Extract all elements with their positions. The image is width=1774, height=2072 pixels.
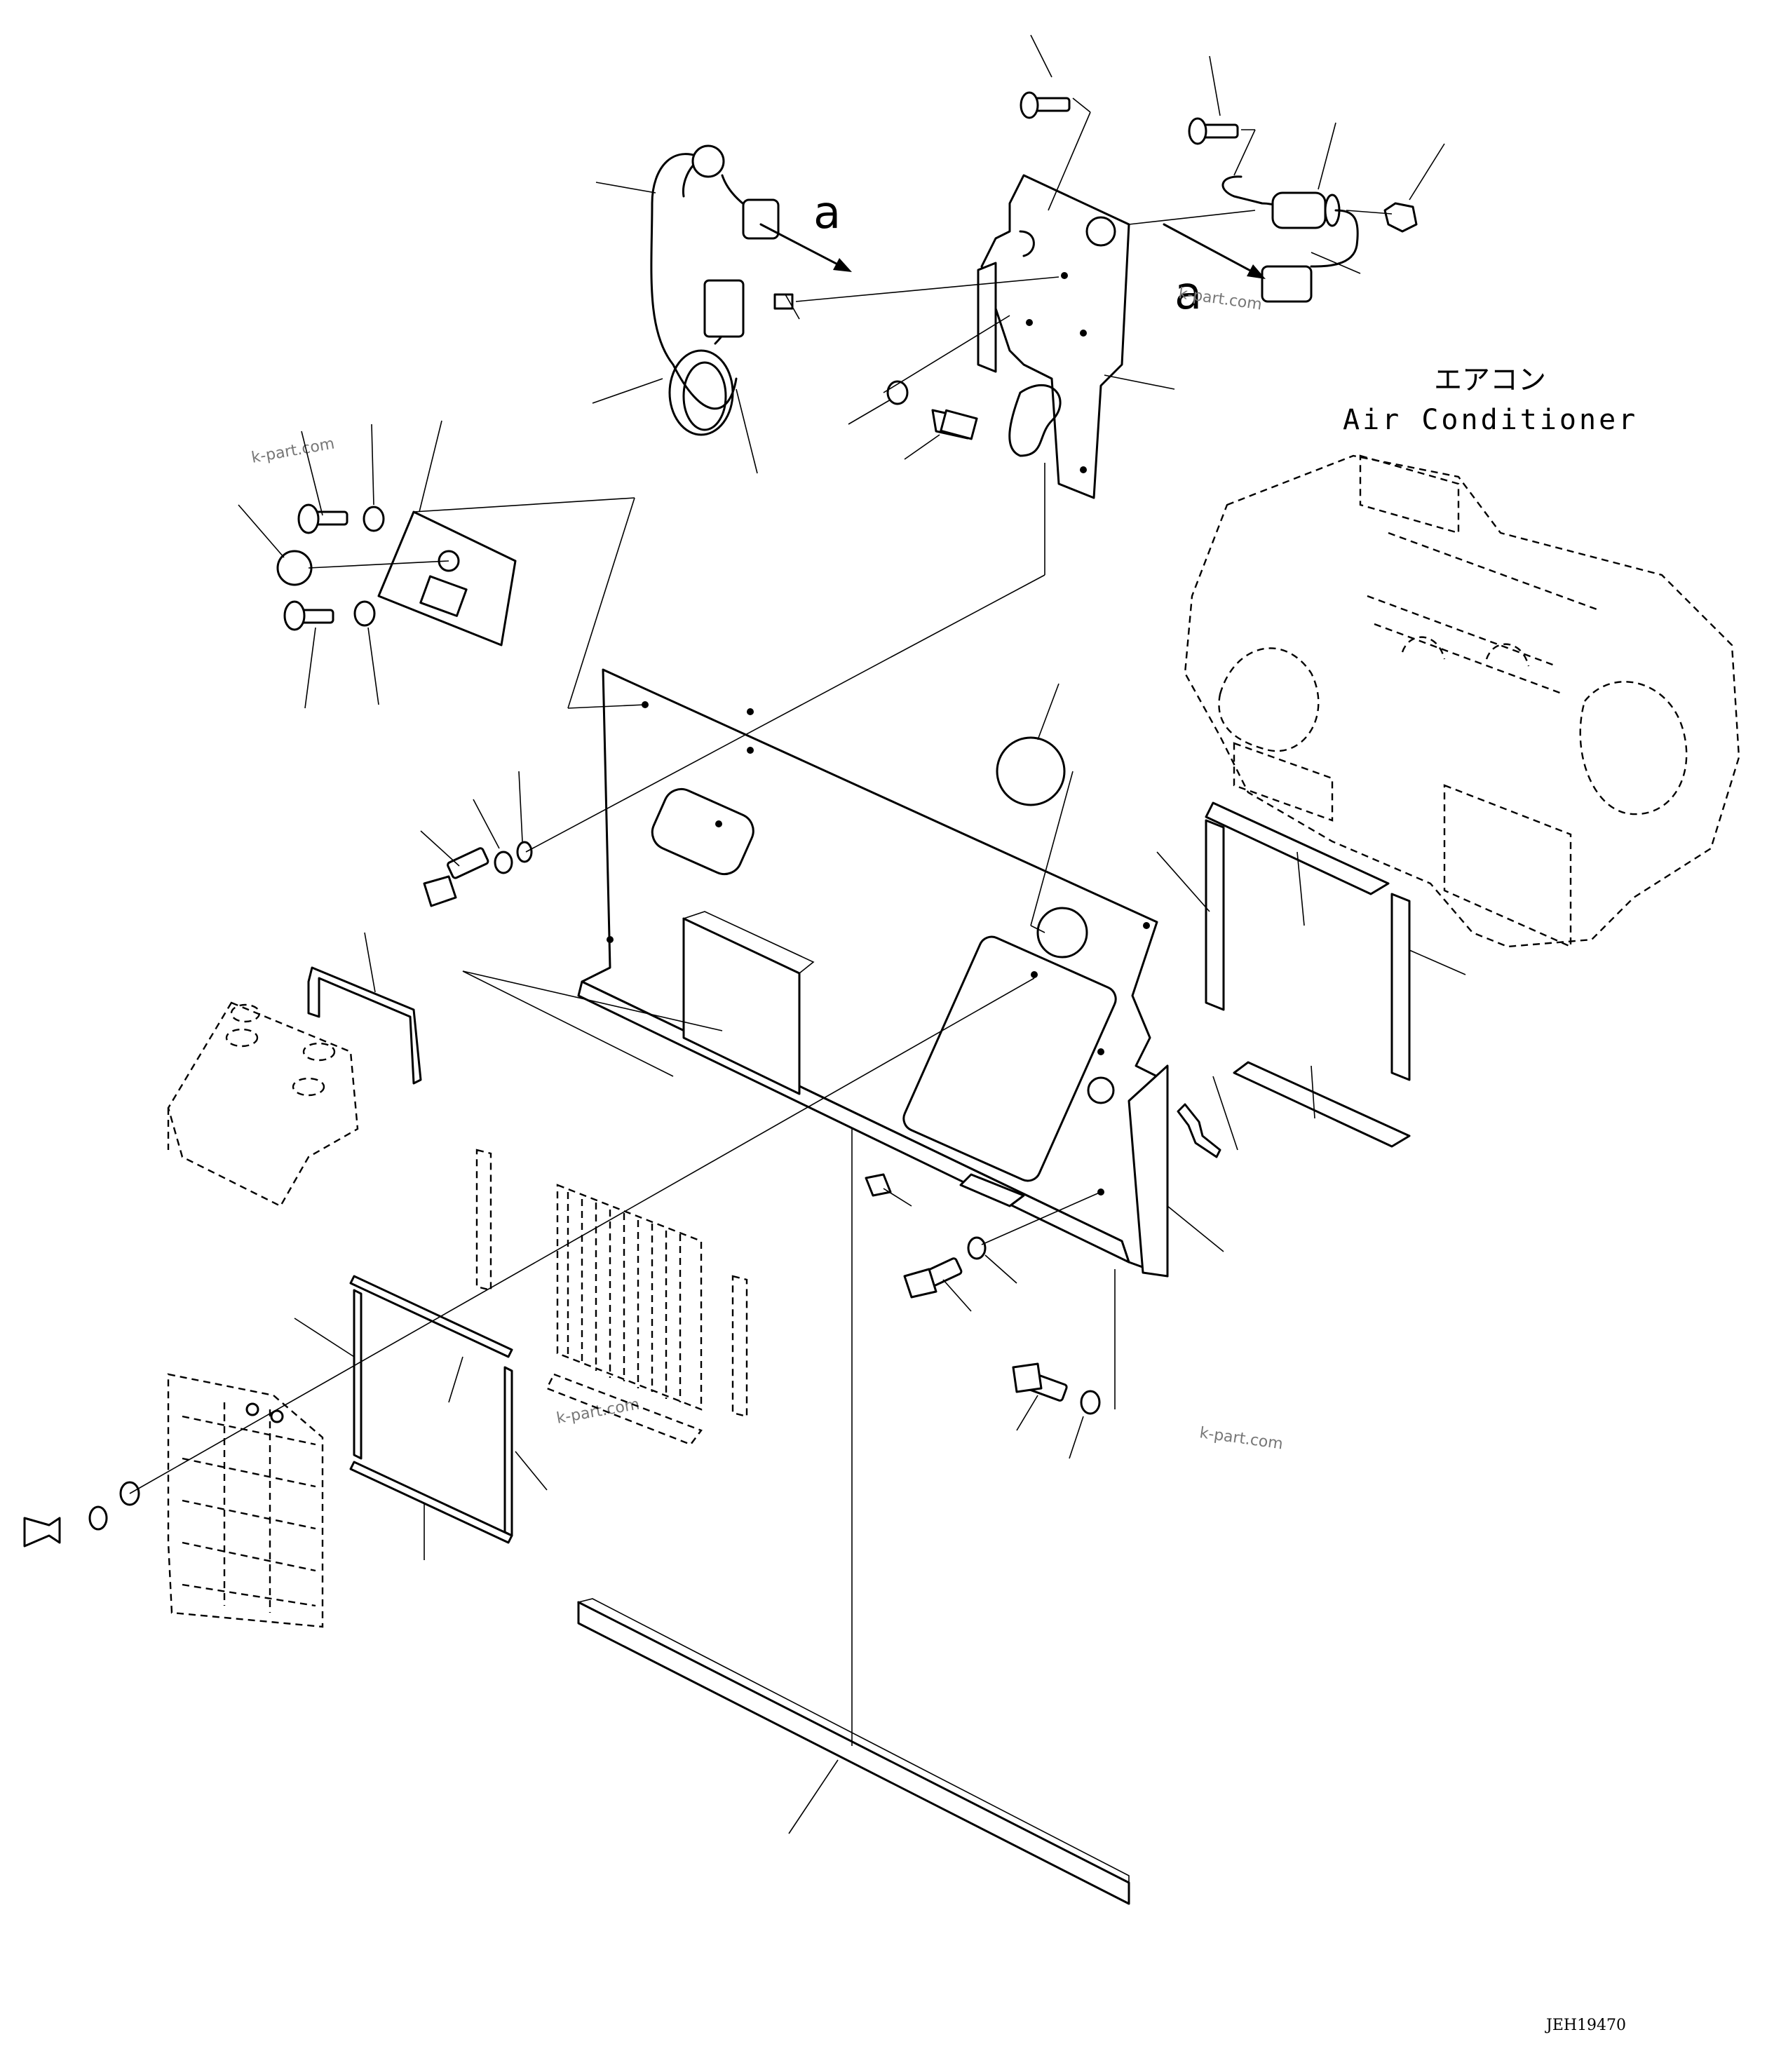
cover-plate-left — [377, 510, 517, 646]
watermark-4: k-part.com — [1198, 1424, 1284, 1453]
long-seal-strip — [576, 1598, 1130, 1905]
air-conditioner-unit — [1184, 454, 1740, 948]
wing-nut-and-washers — [23, 1481, 140, 1548]
bolt-left-upper — [297, 503, 348, 534]
washer-left-lower — [353, 600, 376, 627]
bolt-lower-right — [903, 1257, 963, 1299]
mounting-bracket — [977, 174, 1130, 499]
bolt-bottom-right — [1012, 1362, 1068, 1402]
plug-cap — [996, 736, 1066, 806]
air-conditioner-label-jp: エアコン — [1434, 364, 1546, 396]
rear-cover-panel — [577, 668, 1169, 1278]
bolt-center — [931, 409, 978, 440]
clip-small — [865, 1173, 892, 1197]
drawing-code: JEH19470 — [1545, 2017, 1626, 2034]
air-conditioner-label-en: Air Conditioner — [1343, 404, 1638, 436]
screw-top-right — [1188, 117, 1239, 145]
seal-strips-right — [1205, 801, 1411, 1148]
hose-elbow — [1177, 1103, 1221, 1158]
handle-bar — [307, 966, 422, 1085]
arrow-label-a-left: a — [813, 187, 841, 239]
washer-bottom-right — [1080, 1390, 1101, 1415]
washer-lower-right — [967, 1236, 987, 1260]
arrow-a-right — [1163, 223, 1266, 279]
arrow-label-a-right: a — [1174, 268, 1202, 320]
washer-center — [886, 380, 909, 405]
lamp-assembly — [1221, 175, 1418, 303]
bolt-left-lower — [283, 600, 334, 631]
washer-left-upper — [363, 506, 385, 532]
watermark-3: k-part.com — [555, 1395, 641, 1427]
wiring-harness — [650, 144, 794, 436]
arrow-a-left — [759, 223, 852, 272]
filter-element — [546, 1184, 703, 1446]
leader-lines — [238, 34, 1466, 1834]
grille-cover — [167, 1373, 324, 1628]
reference-lines — [129, 97, 1393, 1746]
filter-frame-seals — [349, 1275, 513, 1544]
bolt-mid-left — [423, 847, 489, 907]
watermark-1: k-part.com — [250, 435, 336, 466]
washers-mid-left — [494, 841, 533, 874]
duct-bracket — [167, 1001, 359, 1207]
filter-side-strips — [475, 1149, 748, 1418]
screw-top-center — [1020, 91, 1071, 119]
